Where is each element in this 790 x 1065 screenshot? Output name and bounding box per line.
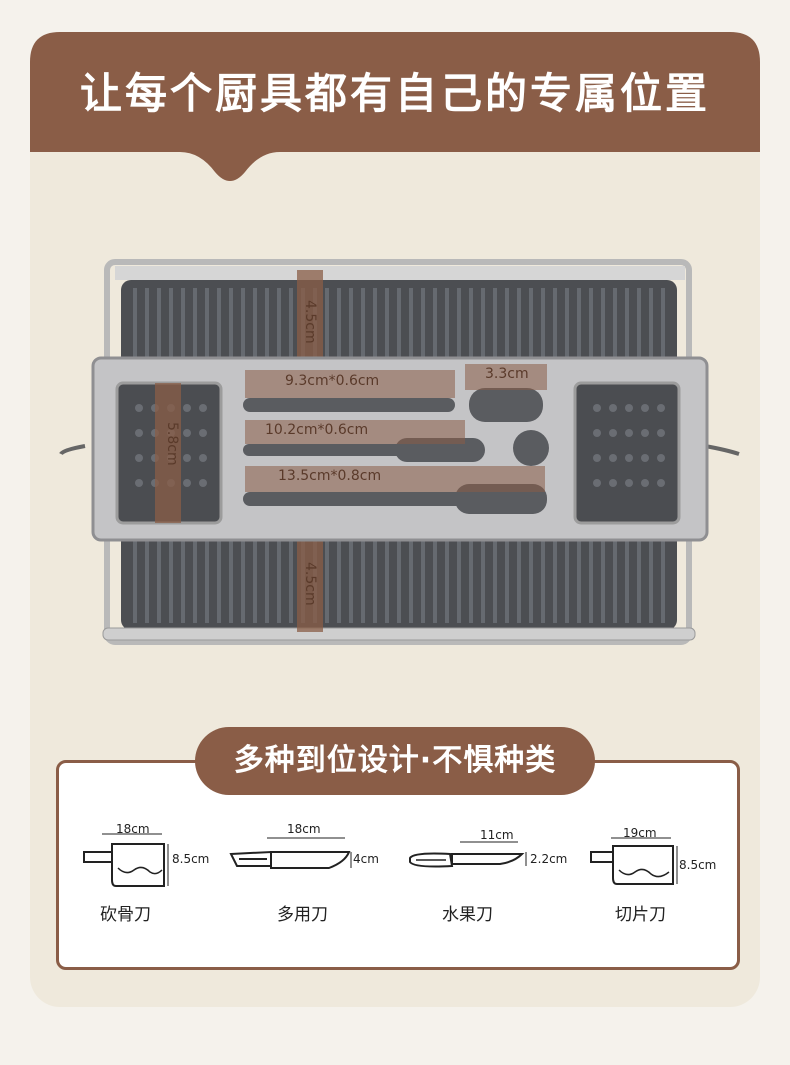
- knife-width: 11cm: [480, 828, 514, 842]
- knife-item: 11cm 2.2cm 水果刀: [406, 820, 576, 940]
- dim-slot-1: 9.3cm*0.6cm: [285, 373, 380, 389]
- knife-width: 19cm: [623, 826, 657, 840]
- dim-slot-3: 13.5cm*0.8cm: [278, 468, 382, 484]
- knife-height: 8.5cm: [679, 858, 717, 872]
- knife-height: 4cm: [353, 852, 379, 866]
- knife-name: 水果刀: [442, 905, 493, 925]
- knife-item: 19cm 8.5cm 切片刀: [585, 820, 755, 940]
- cleaver-icon: [83, 833, 169, 887]
- knife-height: 2.2cm: [530, 852, 568, 866]
- knife-height: 8.5cm: [172, 852, 210, 866]
- knife-name: 切片刀: [615, 905, 666, 925]
- dim-hole: 3.3cm: [485, 366, 529, 382]
- knife-rack-illustration: [59, 259, 740, 645]
- dim-bottom-gap: 4.5cm: [302, 562, 318, 606]
- knife-item: 18cm 4cm 多用刀: [225, 820, 395, 940]
- knife-width: 18cm: [116, 822, 150, 836]
- section-title: 多种到位设计·不惧种类: [195, 727, 595, 795]
- knife-name: 多用刀: [277, 905, 328, 925]
- dim-side-slot: 5.8cm: [164, 422, 180, 466]
- chef-knife-icon: [229, 837, 352, 869]
- header-banner: [30, 32, 760, 181]
- knife-width: 18cm: [287, 822, 321, 836]
- knife-item: 18cm 8.5cm 砍骨刀: [72, 820, 242, 940]
- slicing-knife-icon: [590, 837, 678, 885]
- fruit-knife-icon: [409, 841, 527, 868]
- dim-slot-2: 10.2cm*0.6cm: [265, 422, 369, 438]
- knife-name: 砍骨刀: [100, 905, 151, 925]
- page-title: 让每个厨具都有自己的专属位置: [79, 69, 710, 118]
- dim-top-gap: 4.5cm: [302, 300, 318, 344]
